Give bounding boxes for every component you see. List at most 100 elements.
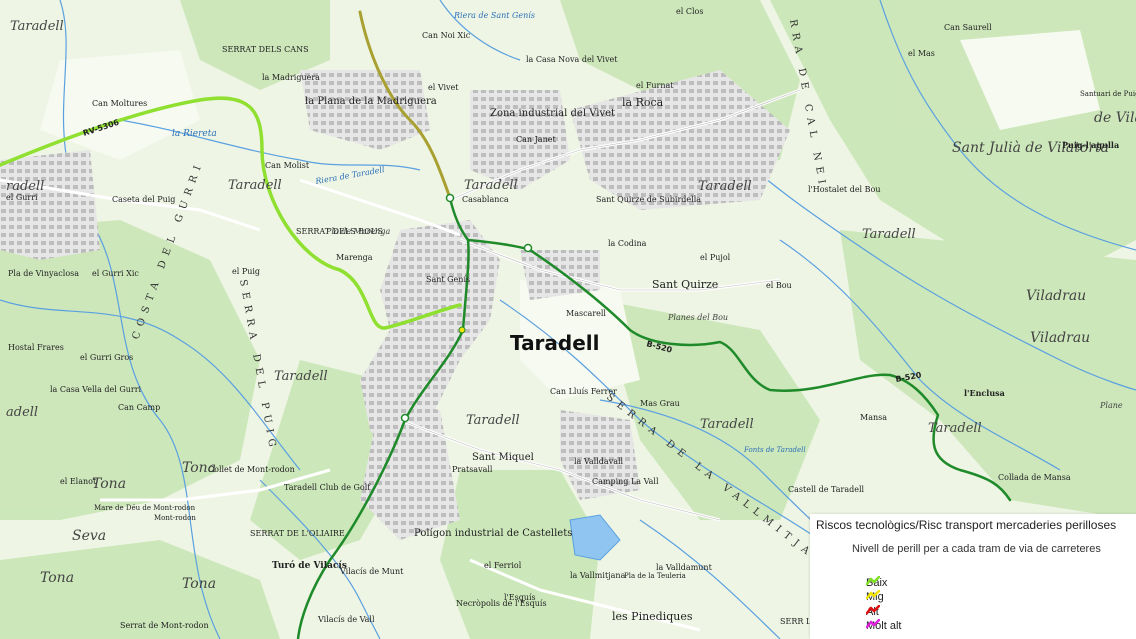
label-collada-mansa: Collada de Mansa <box>998 473 1071 482</box>
label-el-vivet: el Vivet <box>428 83 459 92</box>
label-plana-madriguera: la Plana de la Madriguera <box>305 96 437 107</box>
label-zona-industrial: Zona industrial del Vivet <box>490 108 615 119</box>
legend-item-baix: Baix <box>866 576 887 590</box>
label-pla-vinyaclosa: Pla de Vinyaclosa <box>8 269 79 278</box>
label-seva: Seva <box>72 528 106 544</box>
label-pinediques: les Pinediques <box>612 610 693 623</box>
label-planes-bou: Planes del Bou <box>667 313 728 322</box>
legend-item-mig: Mig <box>866 590 884 604</box>
label-tona: Tona <box>92 476 126 492</box>
label-caseta-puig: Caseta del Puig <box>112 195 175 204</box>
label-serrat-mont: Serrat de Mont-rodon <box>120 621 209 630</box>
label-mas-grau: Mas Grau <box>640 399 680 408</box>
label-mare-deu: Mare de Déu de Mont-rodon <box>94 504 196 512</box>
label-casablanca: Casablanca <box>462 195 509 204</box>
legend-item-alt: Alt <box>866 605 880 619</box>
label-can-saurell: Can Saurell <box>944 23 992 32</box>
label-can-lluis: Can Lluís Ferrer <box>550 387 617 396</box>
label-el-mas: el Mas <box>908 49 935 58</box>
label-can-noi-xic: Can Noi Xic <box>422 31 471 40</box>
label-hostal-frares: Hostal Frares <box>8 343 64 352</box>
label-sant-genis: Sant Genís <box>426 275 470 284</box>
label-adell: adell <box>6 405 38 420</box>
label-mascarell: Mascarell <box>566 309 606 318</box>
label-taradell: Taradell <box>698 179 752 194</box>
reservoir <box>569 514 621 561</box>
label-taradell: Taradell <box>228 178 282 193</box>
legend-title: Riscos tecnològics/Risc transport mercad… <box>816 518 1117 532</box>
label-vilacis-vall: Vilacís de Vall <box>317 615 375 624</box>
legend-item-molt-alt: Molt alt <box>866 619 901 633</box>
legend-subtitle: Nivell de perill per a cada tram de via … <box>852 543 1101 555</box>
label-serrat-oliaire: SERRAT DE L'OLIAIRE <box>250 529 345 538</box>
risk-road-segments <box>0 10 1012 639</box>
label-de-vila: de Vila <box>1094 110 1136 126</box>
label-taradell: Taradell <box>10 19 64 34</box>
label-taradell: Taradell <box>464 178 518 193</box>
label-mansa: Mansa <box>860 413 887 422</box>
label-pratsavall: Pratsavall <box>452 465 493 474</box>
label-el-pujol: el Pujol <box>700 253 731 262</box>
label-taradell: Taradell <box>862 227 916 242</box>
label-el-bou: el Bou <box>766 281 792 290</box>
label-puig-agulla: Puig-l'agulla <box>1062 140 1119 150</box>
label-viladrau: Viladrau <box>1030 330 1090 346</box>
label-taradell: radell <box>6 179 44 194</box>
label-can-camp: Can Camp <box>118 403 160 412</box>
label-la-codina: la Codina <box>608 239 647 248</box>
label-el-puig: el Puig <box>232 267 260 276</box>
label-tona: Tona <box>182 460 216 476</box>
label-la-riereta: la Riereta <box>172 129 217 139</box>
label-riera-sant-genis: Riera de Sant Genís <box>453 11 535 20</box>
label-taradell: Taradell <box>274 369 328 384</box>
label-lenclusa: l'Enclusa <box>964 388 1005 398</box>
label-taradell: Taradell <box>466 413 520 428</box>
legend-line-icon <box>866 576 880 586</box>
legend-line-icon <box>866 590 880 600</box>
label-taradell-golf: Taradell Club de Golf <box>284 483 371 492</box>
label-casa-nova: la Casa Nova del Vivet <box>526 55 618 64</box>
label-gurri-gros: el Gurri Gros <box>80 353 133 362</box>
label-fonts-taradell: Fonts de Taradell <box>743 446 806 454</box>
minor-roads-outline <box>399 89 801 521</box>
urban-areas <box>0 70 790 540</box>
label-taradell: Taradell <box>700 417 754 432</box>
label-teuleria: Pla de la Teuleria <box>624 572 686 580</box>
label-el-ferriol: el Ferriol <box>484 561 522 570</box>
label-el-elanot: el Elanot <box>60 477 97 486</box>
label-el-furnat: el Furnat <box>636 81 674 90</box>
label-gurri-xic: el Gurri Xic <box>92 269 139 278</box>
label-el-gurri: el Gurri <box>6 193 38 202</box>
label-viladrau: Viladrau <box>1026 288 1086 304</box>
label-taradell-main: Taradell <box>510 331 600 355</box>
label-sant-quirze-sub: Sant Quirze de Subirdella <box>596 195 701 204</box>
label-tona: Tona <box>182 576 216 592</box>
label-mont-rodon: Mont-rodon <box>154 514 196 522</box>
label-el-clos: el Clos <box>676 7 703 16</box>
label-castell-taradell: Castell de Taradell <box>788 485 864 494</box>
label-collet-mont: Collet de Mont-rodon <box>208 465 295 474</box>
label-necropolis: Necròpolis de l'Esquís <box>456 599 547 608</box>
label-serrat-dels-cans: SERRAT DELS CANS <box>222 45 309 54</box>
label-can-janet: Can Janet <box>516 135 556 144</box>
label-can-moltures: Can Moltures <box>92 99 147 108</box>
label-turo-vilacis: Turó de Vilacís <box>272 560 347 571</box>
label-can-molist: Can Molist <box>265 161 310 170</box>
label-madriguera: la Madriguera <box>262 73 320 82</box>
map-legend: Riscos tecnològics/Risc transport mercad… <box>810 514 1136 639</box>
label-vilacis-munt: Vilacís de Munt <box>339 567 404 576</box>
legend-line-icon <box>866 619 880 629</box>
label-poligon: Polígon industrial de Castellets <box>414 528 572 539</box>
label-lesquis: l'Esquís <box>504 593 536 602</box>
label-vallmitjana: la Vallmitjana <box>570 571 626 580</box>
label-hostalet-bou: l'Hostalet del Bou <box>808 185 881 194</box>
legend-line-icon <box>866 605 880 615</box>
label-santuari: Santuari de Puig-l'agulla <box>1080 90 1136 98</box>
label-sant-quirze: Sant Quirze <box>652 278 718 291</box>
label-la-roca: la Roca <box>622 96 664 109</box>
label-pla-marenga: Pla de Marenga <box>325 227 390 236</box>
label-casa-vella: la Casa Vella del Gurri <box>50 385 142 394</box>
